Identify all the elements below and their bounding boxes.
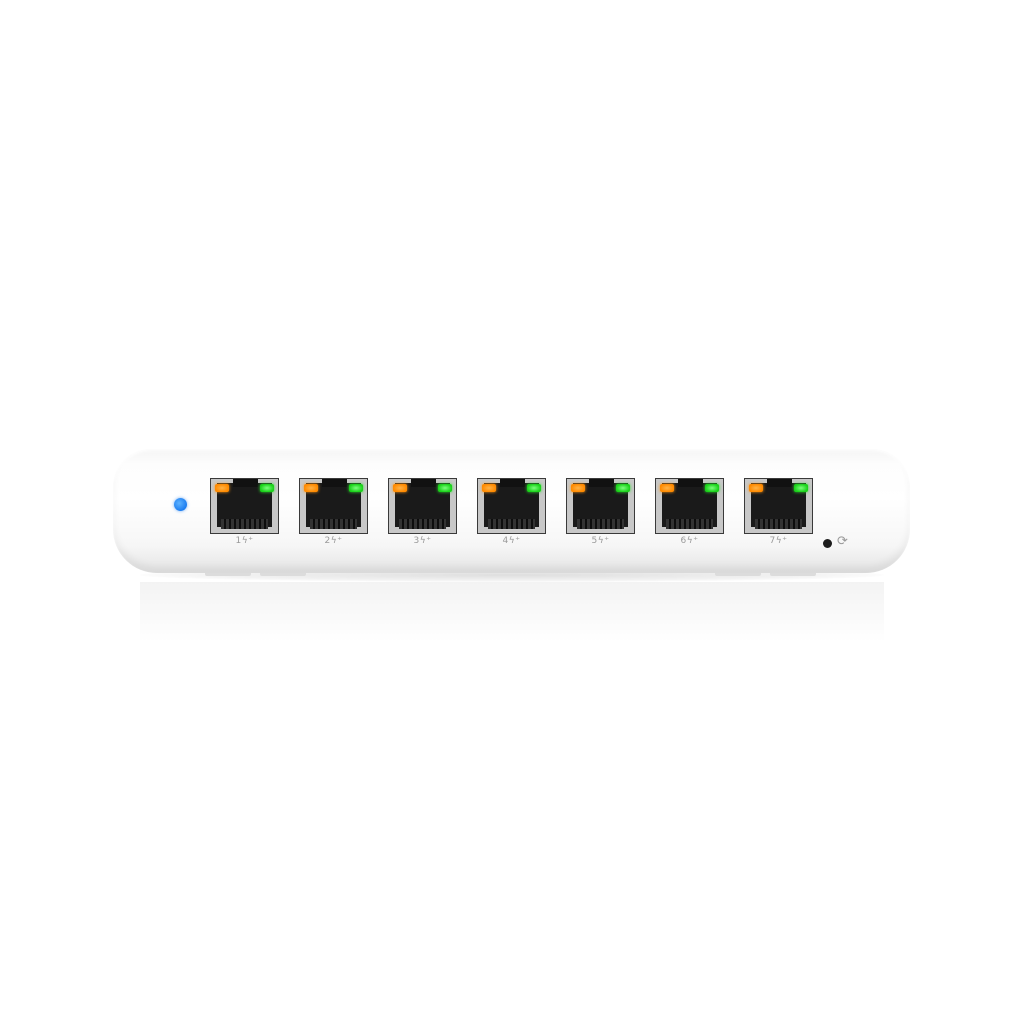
port-latch: [678, 479, 703, 487]
port-pins: [310, 519, 357, 529]
reset-icon: ⟳: [837, 534, 848, 549]
port-label-1: 1ϟ⁺: [235, 536, 254, 546]
port-label-6: 6ϟ⁺: [680, 536, 699, 546]
port-label-3: 3ϟ⁺: [413, 536, 432, 546]
port-pins: [666, 519, 713, 529]
activity-led-icon: [705, 484, 719, 492]
device-foot: [770, 571, 816, 576]
port-latch: [767, 479, 792, 487]
port-pins: [488, 519, 535, 529]
status-led-icon: [174, 498, 187, 511]
ethernet-port-1[interactable]: [210, 478, 279, 534]
activity-led-icon: [794, 484, 808, 492]
link-led-icon: [215, 484, 229, 492]
port-label-5: 5ϟ⁺: [591, 536, 610, 546]
reset-button[interactable]: [823, 539, 832, 548]
link-led-icon: [571, 484, 585, 492]
link-led-icon: [304, 484, 318, 492]
ethernet-port-6[interactable]: [655, 478, 724, 534]
port-latch: [411, 479, 436, 487]
activity-led-icon: [260, 484, 274, 492]
activity-led-icon: [616, 484, 630, 492]
port-pins: [399, 519, 446, 529]
ethernet-port-4[interactable]: [477, 478, 546, 534]
ethernet-port-5[interactable]: [566, 478, 635, 534]
link-led-icon: [660, 484, 674, 492]
port-label-4: 4ϟ⁺: [502, 536, 521, 546]
port-latch: [322, 479, 347, 487]
device-foot: [260, 571, 306, 576]
device-foot: [205, 571, 251, 576]
device-foot: [715, 571, 761, 576]
activity-led-icon: [527, 484, 541, 492]
ethernet-port-2[interactable]: [299, 478, 368, 534]
port-pins: [577, 519, 624, 529]
port-label-7: 7ϟ⁺: [769, 536, 788, 546]
ethernet-port-7[interactable]: [744, 478, 813, 534]
port-pins: [221, 519, 268, 529]
port-latch: [589, 479, 614, 487]
activity-led-icon: [349, 484, 363, 492]
device-reflection: [140, 582, 884, 642]
port-latch: [233, 479, 258, 487]
link-led-icon: [749, 484, 763, 492]
port-label-2: 2ϟ⁺: [324, 536, 343, 546]
port-latch: [500, 479, 525, 487]
link-led-icon: [393, 484, 407, 492]
ethernet-port-3[interactable]: [388, 478, 457, 534]
link-led-icon: [482, 484, 496, 492]
port-pins: [755, 519, 802, 529]
activity-led-icon: [438, 484, 452, 492]
